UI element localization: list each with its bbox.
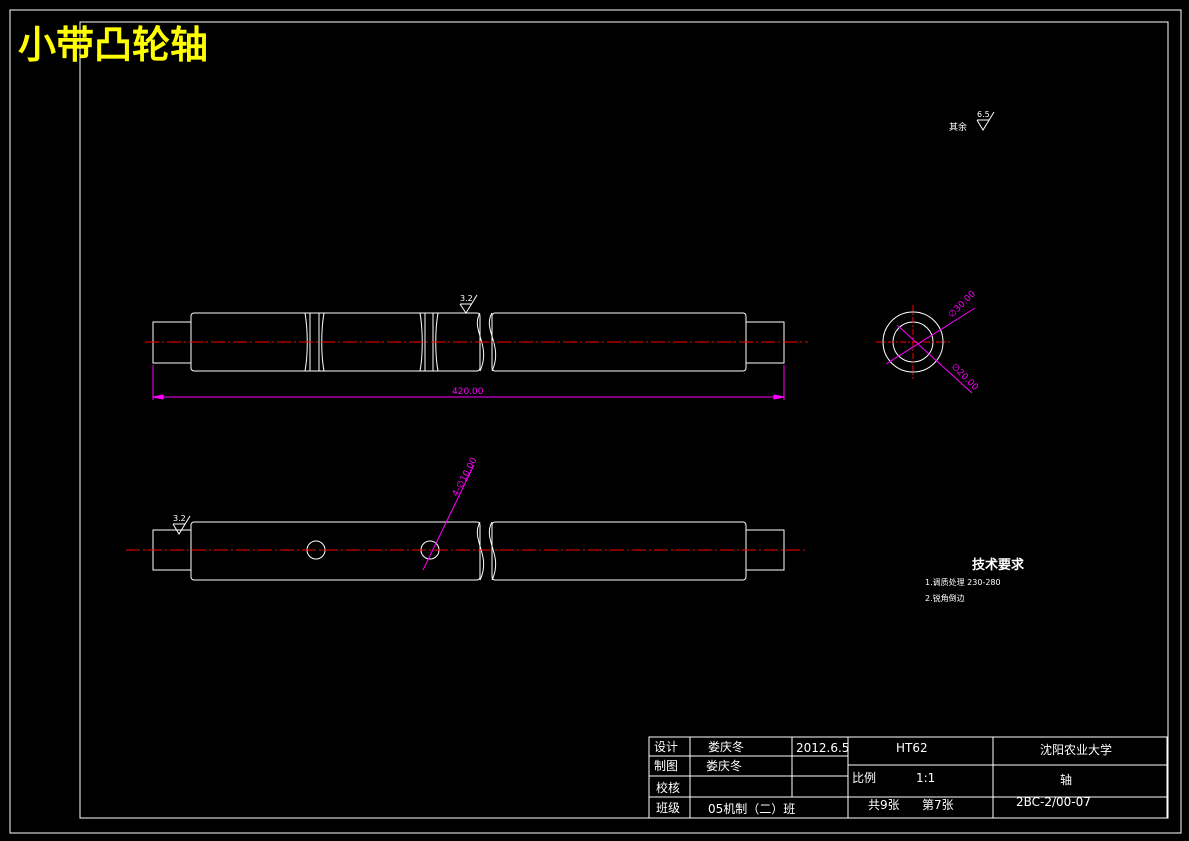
length-dimension — [152, 365, 785, 400]
tb-ratio-label: 比例 — [852, 771, 876, 785]
tb-draw-label: 制图 — [654, 759, 678, 773]
drawing-title: 小带凸轮轴 — [18, 23, 208, 67]
tech-req-item-2: 2.锐角倒边 — [925, 593, 965, 603]
roughness-else: 其余 6.5 — [949, 110, 995, 133]
shaft-front-view — [152, 312, 785, 372]
inner-border — [79, 21, 1169, 819]
tb-class-label: 班级 — [656, 801, 680, 815]
roughness-bottom: 3.2 — [172, 514, 191, 535]
length-dimension-text: 420.00 — [452, 387, 484, 397]
dia-inner-text: ∅20.00 — [949, 362, 980, 393]
hole-dia-text: 4-∅10.00 — [451, 456, 480, 499]
tb-class-value: 05机制（二）班 — [708, 802, 795, 816]
tb-ratio-value: 1:1 — [916, 771, 935, 785]
roughness-top: 3.2 — [459, 294, 478, 314]
tech-req-item-1: 1.调质处理 230-280 — [925, 577, 1001, 587]
tb-date: 2012.6.5 — [796, 741, 849, 755]
tb-sheet-total: 共9张 — [868, 798, 900, 812]
outer-border — [9, 9, 1182, 834]
tb-design-label: 设计 — [654, 740, 678, 754]
hole-leader — [422, 464, 475, 571]
tech-req-heading: 技术要求 — [972, 557, 1025, 573]
tb-draw-name: 娄庆冬 — [706, 758, 742, 773]
tb-check-label: 校核 — [656, 780, 680, 795]
tb-part-name: 轴 — [1060, 772, 1072, 787]
section-view — [876, 305, 976, 394]
roughness-else-value: 6.5 — [977, 110, 990, 119]
shaft-top-view — [152, 521, 785, 581]
roughness-else-label: 其余 — [949, 121, 967, 133]
roughness-bottom-value: 3.2 — [173, 514, 186, 523]
tb-school: 沈阳农业大学 — [1040, 742, 1112, 757]
title-block — [648, 736, 1168, 819]
tb-drawing-no: 2BC-2/00-07 — [1016, 795, 1091, 809]
tb-material: HT62 — [896, 741, 928, 755]
roughness-top-value: 3.2 — [460, 294, 473, 303]
tb-sheet-no: 第7张 — [922, 798, 954, 812]
tb-design-name: 娄庆冬 — [708, 739, 744, 754]
